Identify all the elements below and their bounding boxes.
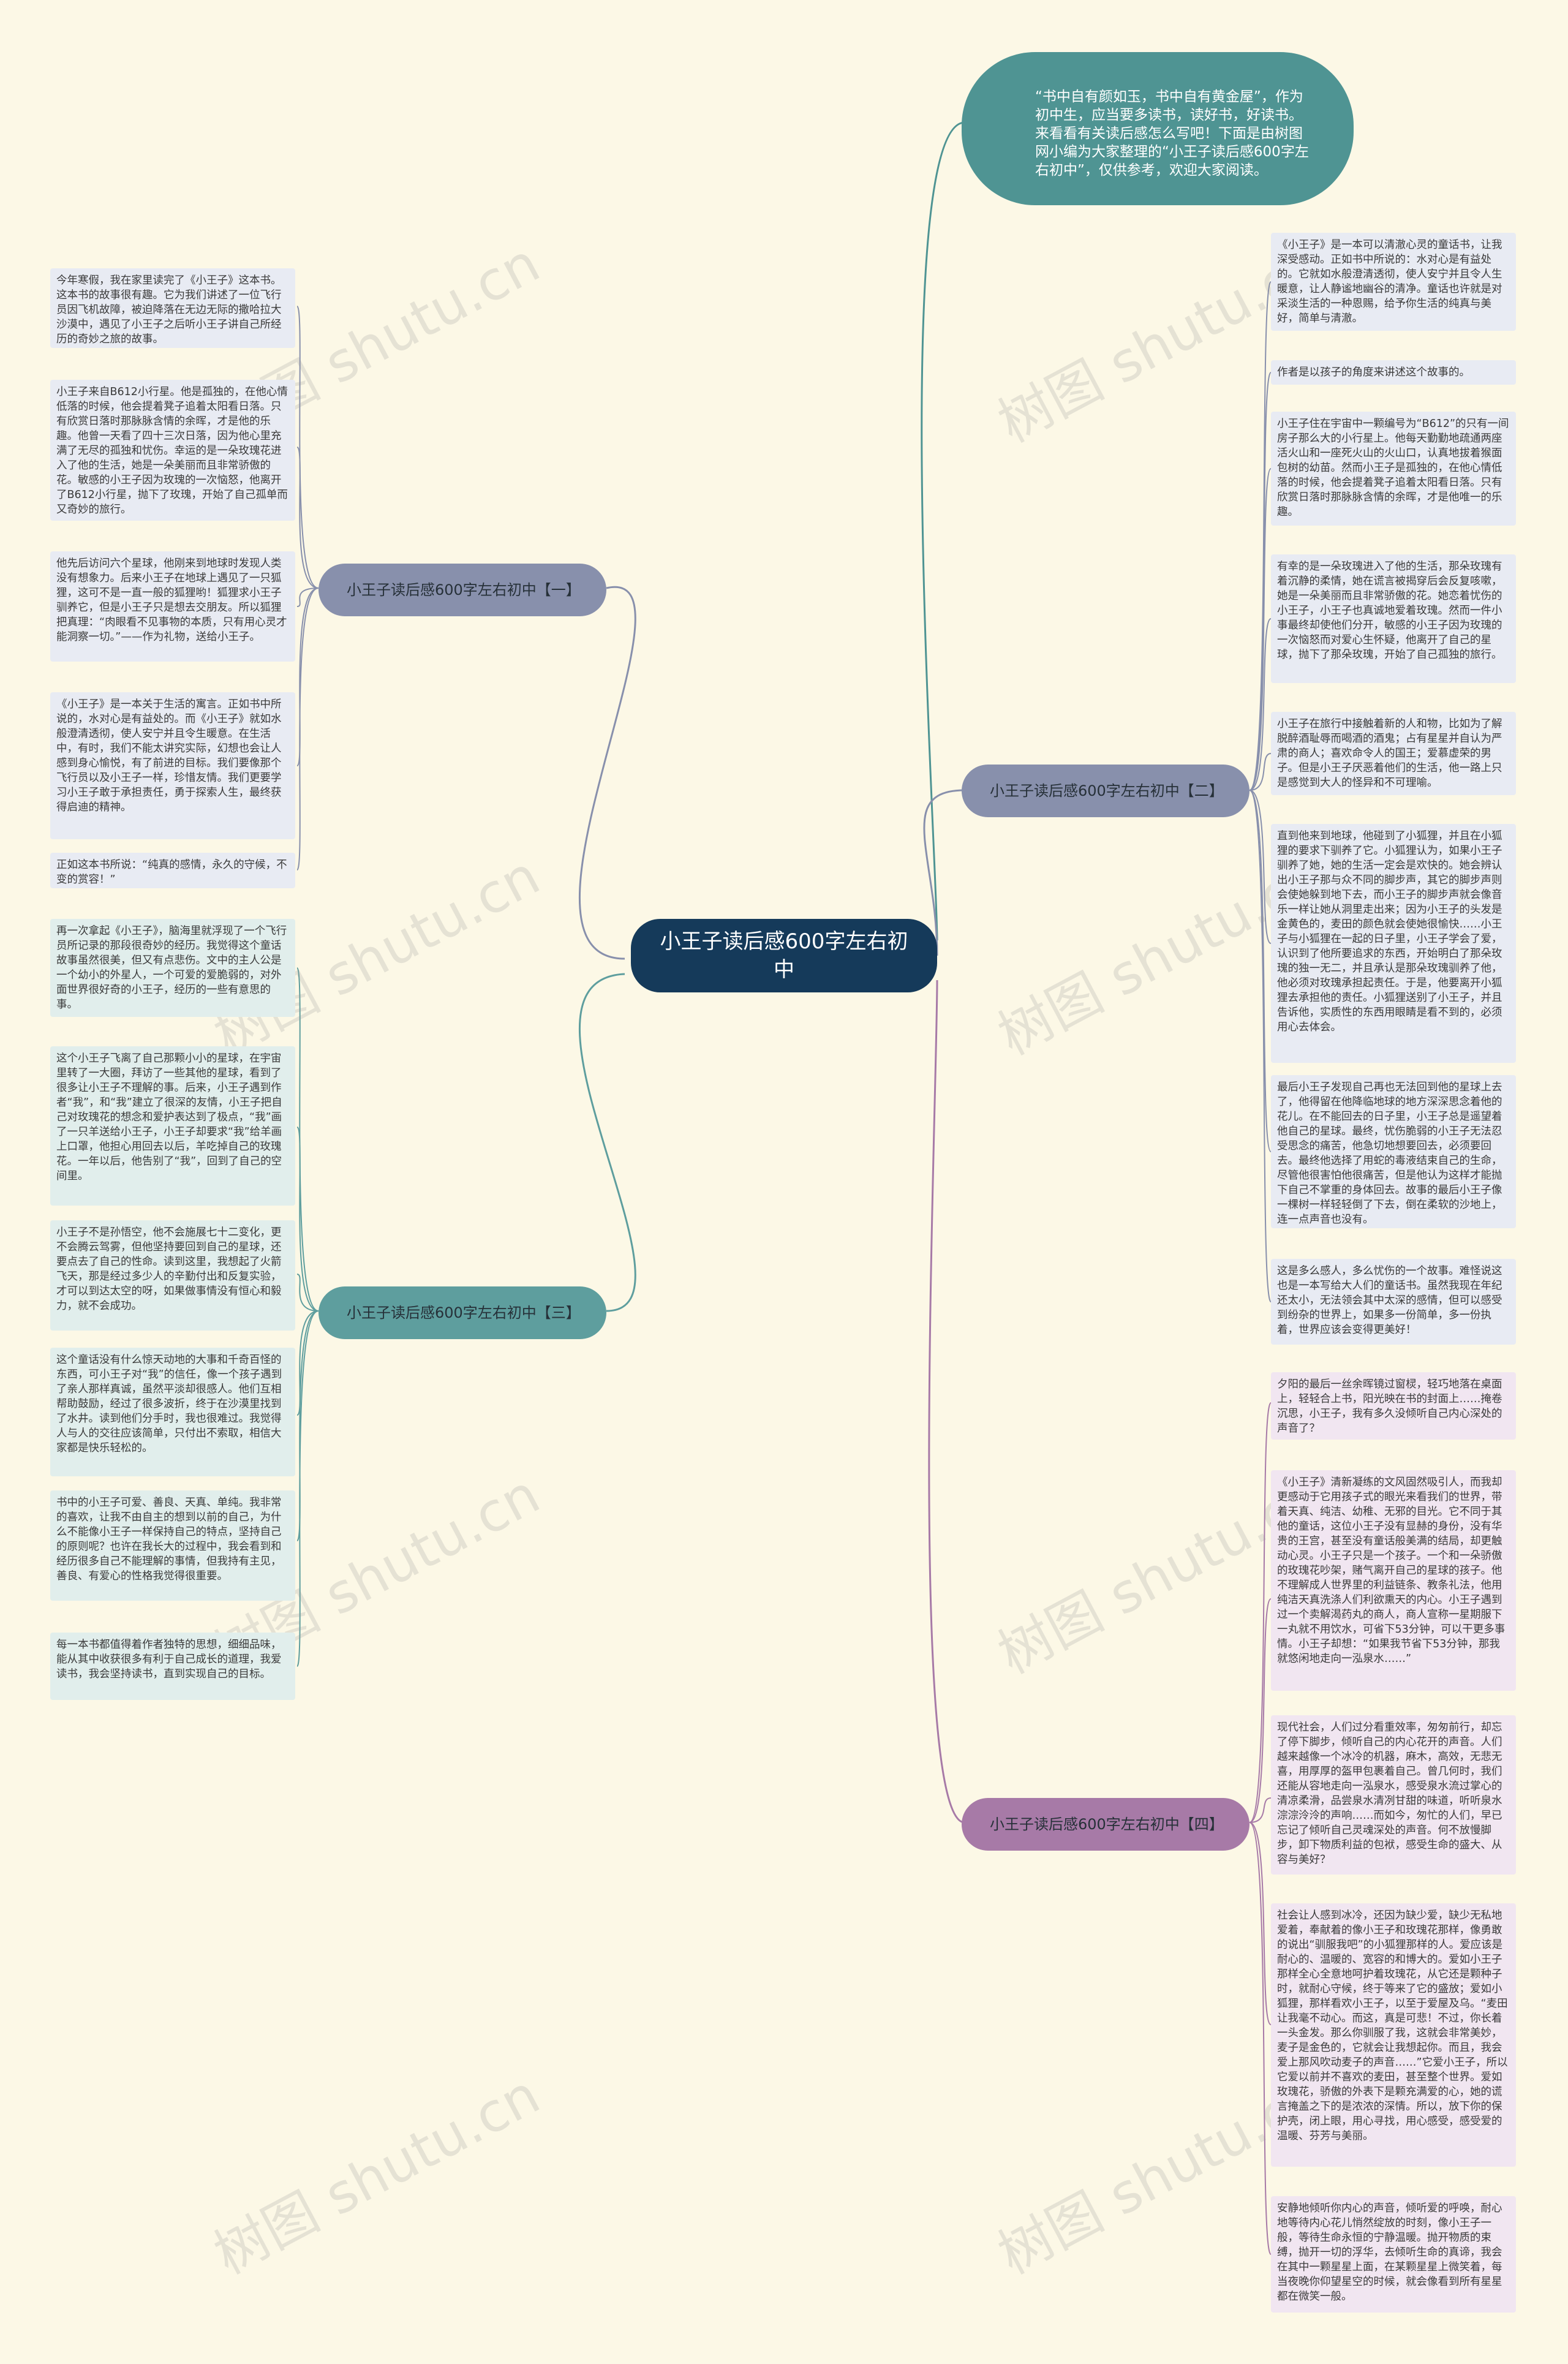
branch-1[interactable]: 小王子读后感600字左右初中【一】 (318, 564, 606, 616)
leaf-1-4[interactable]: 《小王子》是一本关于生活的寓言。正如书中所说的，水对心是有益处的。而《小王子》就… (50, 692, 295, 839)
leaf-text: 作者是以孩子的角度来讲述这个故事的。 (1277, 366, 1470, 379)
leaf-1-2[interactable]: 小王子来自B612小行星。他是孤独的，在他心情低落的时候，他会提着凳子追着太阳看… (50, 380, 295, 521)
leaf-text: 现代社会，人们过分看重效率，匆匆前行，却忘了停下脚步，倾听自己的内心花开的声音。… (1277, 1721, 1502, 1866)
leaf-3-1[interactable]: 再一次拿起《小王子》，脑海里就浮现了一个飞行员所记录的那段很奇妙的经历。我觉得这… (50, 919, 295, 1017)
central-topic-label: 小王子读后感600字左右初中 (660, 929, 908, 982)
intro-node[interactable]: “书中自有颜如玉，书中自有黄金屋”，作为初中生，应当要多读书，读好书，好读书。来… (962, 52, 1354, 205)
leaf-text: 每一本书都值得着作者独特的思想，细细品味，能从其中收获很多有利于自己成长的道理，… (56, 1639, 282, 1680)
leaf-text: 《小王子》清新凝练的文风固然吸引人，而我却更感动于它用孩子式的眼光来看我们的世界… (1277, 1476, 1506, 1665)
branch-3[interactable]: 小王子读后感600字左右初中【三】 (318, 1286, 606, 1339)
central-topic[interactable]: 小王子读后感600字左右初中 (631, 919, 937, 992)
leaf-4-1[interactable]: 夕阳的最后一丝余晖镜过窗棂，轻巧地落在桌面上，轻轻合上书，阳光映在书的封面上……… (1271, 1372, 1516, 1440)
leaf-text: 这个童话没有什么惊天动地的大事和千奇百怪的东西，可小王子对“我”的信任，像一个孩… (56, 1354, 282, 1454)
leaf-1-5[interactable]: 正如这本书所说：“纯真的感情，永久的守候，不变的赏容！” (50, 853, 295, 888)
leaf-3-3[interactable]: 小王子不是孙悟空，他不会施展七十二变化，更不会腾云驾雾，但他坚持要回到自己的星球… (50, 1220, 295, 1331)
leaf-text: 小王子在旅行中接触着新的人和物，比如为了解脱醉酒耻辱而喝酒的酒鬼；占有星星并自认… (1277, 718, 1502, 789)
branch-4-label: 小王子读后感600字左右初中【四】 (990, 1815, 1224, 1833)
leaf-text: 有幸的是一朵玫瑰进入了他的生活，那朵玫瑰有着沉静的柔情，她在谎言被揭穿后会反复咳… (1277, 561, 1502, 661)
leaf-text: 《小王子》是一本可以清澈心灵的童话书，让我深受感动。正如书中所说的：水对心是有益… (1277, 239, 1502, 325)
leaf-text: 他先后访问六个星球，他刚来到地球时发现人类没有想象力。后来小王子在地球上遇见了一… (56, 557, 287, 643)
leaf-2-3[interactable]: 小王子住在宇宙中一颗编号为“B612”的只有一间房子那么大的小行星上。他每天勤勤… (1271, 412, 1516, 526)
leaf-2-5[interactable]: 小王子在旅行中接触着新的人和物，比如为了解脱醉酒耻辱而喝酒的酒鬼；占有星星并自认… (1271, 712, 1516, 795)
leaf-3-6[interactable]: 每一本书都值得着作者独特的思想，细细品味，能从其中收获很多有利于自己成长的道理，… (50, 1633, 295, 1700)
leaf-text: 直到他来到地球，他碰到了小狐狸，并且在小狐狸的要求下驯养了它。小狐狸认为，如果小… (1277, 830, 1502, 1033)
leaf-text: 安静地倾听你内心的声音，倾听爱的呼唤，耐心地等待内心花儿悄然绽放的时刻，像小王子… (1277, 2202, 1502, 2303)
leaf-1-3[interactable]: 他先后访问六个星球，他刚来到地球时发现人类没有想象力。后来小王子在地球上遇见了一… (50, 551, 295, 662)
leaf-4-2[interactable]: 《小王子》清新凝练的文风固然吸引人，而我却更感动于它用孩子式的眼光来看我们的世界… (1271, 1470, 1516, 1691)
leaf-4-3[interactable]: 现代社会，人们过分看重效率，匆匆前行，却忘了停下脚步，倾听自己的内心花开的声音。… (1271, 1715, 1516, 1875)
leaf-4-4[interactable]: 社会让人感到冰冷，还因为缺少爱，缺少无私地爱着，奉献着的像小王子和玫瑰花那样，像… (1271, 1903, 1516, 2167)
leaf-text: 小王子来自B612小行星。他是孤独的，在他心情低落的时候，他会提着凳子追着太阳看… (56, 386, 288, 516)
leaf-4-5[interactable]: 安静地倾听你内心的声音，倾听爱的呼唤，耐心地等待内心花儿悄然绽放的时刻，像小王子… (1271, 2196, 1516, 2313)
leaf-3-5[interactable]: 书中的小王子可爱、善良、天真、单纯。我非常的喜欢，让我不由自主的想到以前的自己，… (50, 1490, 295, 1601)
branch-3-label: 小王子读后感600字左右初中【三】 (347, 1304, 581, 1321)
leaf-text: 社会让人感到冰冷，还因为缺少爱，缺少无私地爱着，奉献着的像小王子和玫瑰花那样，像… (1277, 1909, 1508, 2142)
leaf-2-8[interactable]: 这是多么感人，多么忧伤的一个故事。难怪说这也是一本写给大人们的童话书。虽然我现在… (1271, 1259, 1516, 1345)
intro-text: “书中自有颜如玉，书中自有黄金屋”，作为初中生，应当要多读书，读好书，好读书。来… (1035, 89, 1309, 178)
leaf-text: 最后小王子发现自己再也无法回到他的星球上去了，他得留在他降临地球的地方深深思念着… (1277, 1081, 1502, 1226)
branch-1-label: 小王子读后感600字左右初中【一】 (347, 581, 581, 599)
leaf-1-1[interactable]: 今年寒假，我在家里读完了《小王子》这本书。这本书的故事很有趣。它为我们讲述了一位… (50, 268, 295, 348)
leaf-2-4[interactable]: 有幸的是一朵玫瑰进入了他的生活，那朵玫瑰有着沉静的柔情，她在谎言被揭穿后会反复咳… (1271, 554, 1516, 683)
leaf-text: 这是多么感人，多么忧伤的一个故事。难怪说这也是一本写给大人们的童话书。虽然我现在… (1277, 1265, 1502, 1336)
leaf-text: 《小王子》是一本关于生活的寓言。正如书中所说的，水对心是有益处的。而《小王子》就… (56, 698, 282, 814)
leaf-text: 这个小王子飞离了自己那颗小小的星球，在宇宙里转了一大圈，拜访了一些其他的星球，看… (56, 1052, 282, 1182)
leaf-2-7[interactable]: 最后小王子发现自己再也无法回到他的星球上去了，他得留在他降临地球的地方深深思念着… (1271, 1075, 1516, 1228)
branch-2-label: 小王子读后感600字左右初中【二】 (990, 782, 1224, 799)
leaf-3-4[interactable]: 这个童话没有什么惊天动地的大事和千奇百怪的东西，可小王子对“我”的信任，像一个孩… (50, 1348, 295, 1476)
leaf-text: 正如这本书所说：“纯真的感情，永久的守候，不变的赏容！” (56, 859, 287, 886)
leaf-text: 书中的小王子可爱、善良、天真、单纯。我非常的喜欢，让我不由自主的想到以前的自己，… (56, 1497, 282, 1582)
branch-4[interactable]: 小王子读后感600字左右初中【四】 (962, 1798, 1250, 1851)
leaf-text: 今年寒假，我在家里读完了《小王子》这本书。这本书的故事很有趣。它为我们讲述了一位… (56, 274, 282, 346)
leaf-2-2[interactable]: 作者是以孩子的角度来讲述这个故事的。 (1271, 360, 1516, 385)
leaf-text: 再一次拿起《小王子》，脑海里就浮现了一个飞行员所记录的那段很奇妙的经历。我觉得这… (56, 925, 287, 1011)
leaf-text: 夕阳的最后一丝余晖镜过窗棂，轻巧地落在桌面上，轻轻合上书，阳光映在书的封面上……… (1277, 1378, 1502, 1435)
leaf-text: 小王子住在宇宙中一颗编号为“B612”的只有一间房子那么大的小行星上。他每天勤勤… (1277, 418, 1509, 518)
leaf-2-6[interactable]: 直到他来到地球，他碰到了小狐狸，并且在小狐狸的要求下驯养了它。小狐狸认为，如果小… (1271, 824, 1516, 1063)
leaf-2-1[interactable]: 《小王子》是一本可以清澈心灵的童话书，让我深受感动。正如书中所说的：水对心是有益… (1271, 233, 1516, 331)
leaf-3-2[interactable]: 这个小王子飞离了自己那颗小小的星球，在宇宙里转了一大圈，拜访了一些其他的星球，看… (50, 1046, 295, 1206)
branch-2[interactable]: 小王子读后感600字左右初中【二】 (962, 765, 1250, 817)
leaf-text: 小王子不是孙悟空，他不会施展七十二变化，更不会腾云驾雾，但他坚持要回到自己的星球… (56, 1226, 282, 1312)
